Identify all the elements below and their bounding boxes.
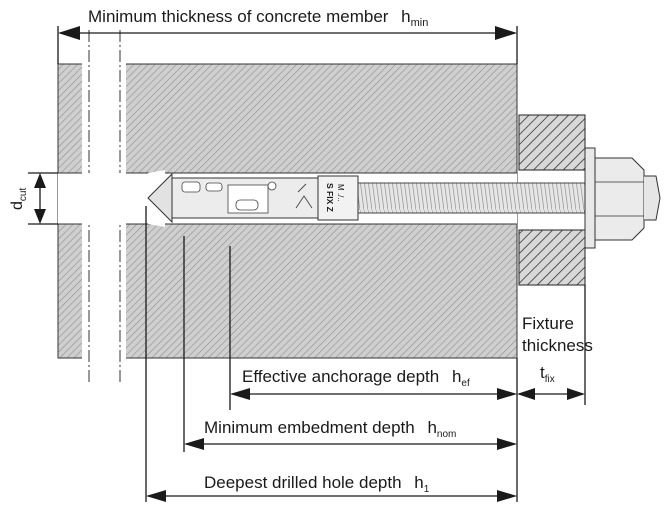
bolt-marking-line1: S FIX Z bbox=[325, 183, 335, 212]
hef-label: Effective anchorage depth hef bbox=[242, 367, 470, 389]
h1-right-arrow bbox=[497, 490, 517, 502]
hnom-right-arrow bbox=[497, 438, 517, 450]
fixture-label-line1: Fixture bbox=[522, 314, 574, 333]
hmin-label: Minimum thickness of concrete member hmi… bbox=[88, 7, 428, 29]
hnom-label: Minimum embedment depth hnom bbox=[204, 418, 456, 440]
fixture-plate bbox=[518, 114, 586, 286]
tfix-left-arrow bbox=[517, 388, 535, 400]
hef-right-arrow bbox=[497, 388, 517, 400]
hmin-left-arrow bbox=[58, 26, 80, 40]
fixture-label-line2: thickness bbox=[522, 336, 593, 355]
dcut-label: dcut bbox=[9, 188, 29, 210]
h1-left-arrow bbox=[146, 490, 166, 502]
tfix-label: tfix bbox=[540, 363, 555, 385]
dcut-top-arrow bbox=[34, 173, 46, 188]
dcut-bottom-arrow bbox=[34, 209, 46, 224]
h1-label: Deepest drilled hole depth h1 bbox=[204, 473, 430, 495]
hnom-left-arrow bbox=[184, 438, 204, 450]
tfix-right-arrow bbox=[567, 388, 585, 400]
bolt-marking-line2: M ./.. bbox=[336, 184, 345, 202]
hef-left-arrow bbox=[230, 388, 250, 400]
hmin-right-arrow bbox=[495, 26, 517, 40]
anchor-bolt bbox=[147, 147, 661, 249]
